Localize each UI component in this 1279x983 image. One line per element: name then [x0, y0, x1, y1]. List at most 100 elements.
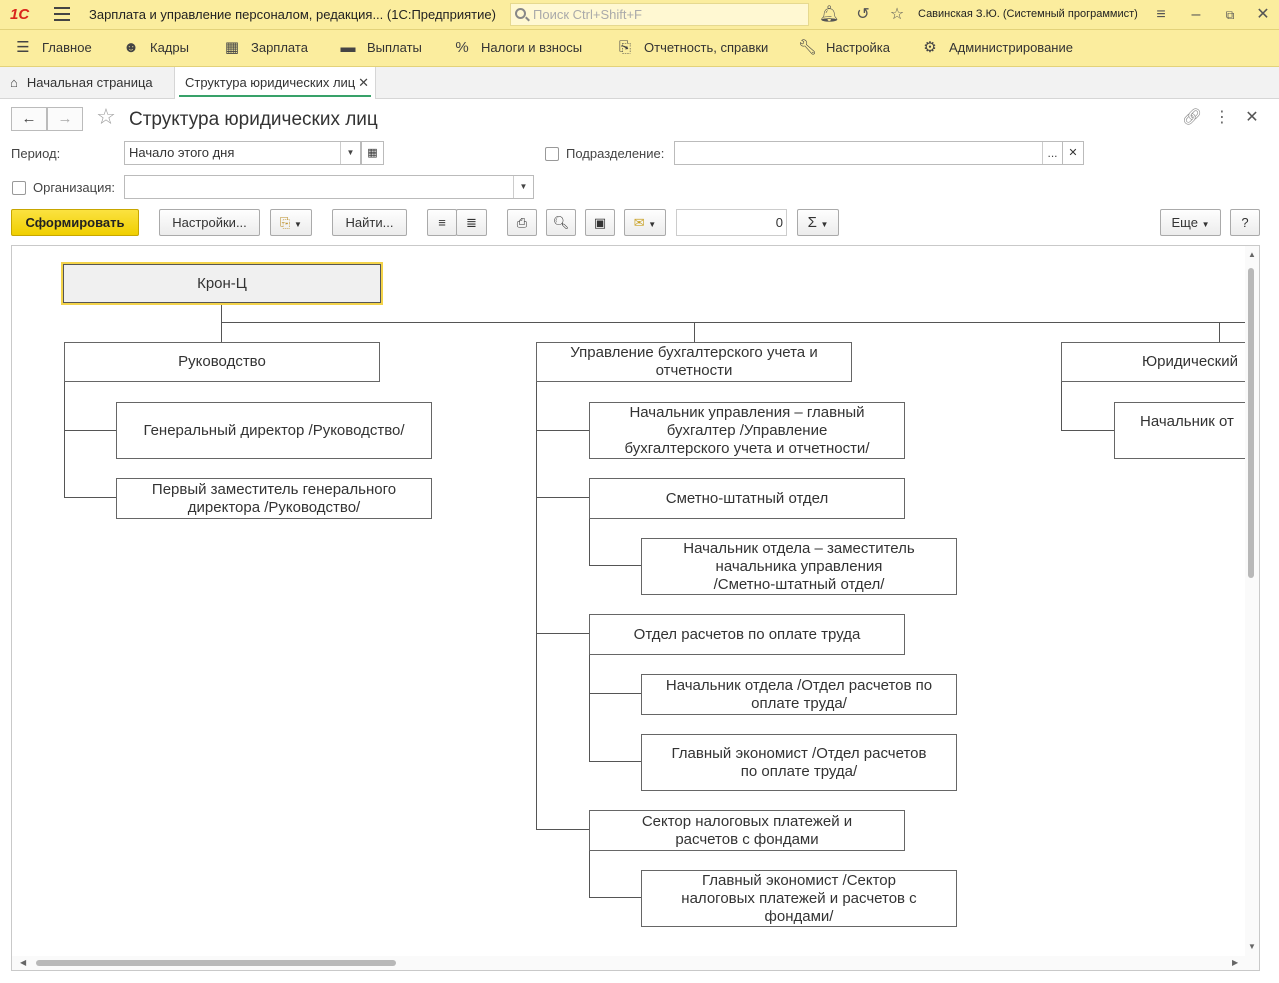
- organization-checkbox[interactable]: [12, 181, 26, 195]
- menu-item-taxes[interactable]: %Налоги и взносы: [453, 30, 582, 66]
- main-menu-icon[interactable]: [54, 7, 70, 21]
- hamburger-icon: ☰: [16, 39, 30, 56]
- restore-icon[interactable]: ⧉: [1225, 8, 1235, 22]
- menu-item-admin[interactable]: ⚙Администрирование: [921, 30, 1073, 66]
- star-icon[interactable]: ☆: [889, 6, 905, 23]
- menu-item-main[interactable]: ☰Главное: [14, 30, 91, 66]
- percent-icon: %: [455, 39, 469, 56]
- chevron-down-icon[interactable]: ▼: [513, 176, 533, 198]
- find-button[interactable]: Найти...: [332, 209, 407, 236]
- envelope-icon: ✉: [633, 215, 645, 230]
- menu-item-salary[interactable]: ▦Зарплата: [223, 30, 308, 66]
- position-node[interactable]: Главный экономист /Сектор налоговых плат…: [641, 870, 957, 927]
- calendar-icon: ▦: [367, 147, 378, 159]
- forward-button[interactable]: →: [47, 107, 83, 131]
- tab-home[interactable]: ⌂Начальная страница: [10, 75, 153, 90]
- position-node[interactable]: Первый заместитель генерального директор…: [116, 478, 432, 519]
- collapse-groups-button[interactable]: ≣: [456, 209, 487, 236]
- subdivision-field[interactable]: ...: [674, 141, 1063, 165]
- org-chart: Крон-Ц Руководство Генеральный директор …: [12, 246, 1246, 958]
- documents-icon: ⎘: [618, 39, 631, 56]
- clear-button[interactable]: ✕: [1062, 141, 1084, 165]
- position-node[interactable]: Начальник от: [1114, 402, 1246, 459]
- close-window-icon[interactable]: ✕: [1256, 6, 1270, 23]
- send-button[interactable]: ✉ ▼: [624, 209, 666, 236]
- current-user[interactable]: Савинская З.Ю. (Системный программист): [918, 8, 1138, 20]
- bell-icon[interactable]: 🔔︎: [819, 6, 840, 23]
- org-root-node[interactable]: Крон-Ц: [63, 264, 381, 303]
- horizontal-scroll-thumb[interactable]: [36, 960, 396, 966]
- org-unit-node[interactable]: Сметно-штатный отдел: [589, 478, 905, 519]
- gear-icon: ⚙: [923, 39, 937, 56]
- subdivision-checkbox[interactable]: [545, 147, 559, 161]
- vertical-scroll-thumb[interactable]: [1248, 268, 1254, 578]
- home-icon: ⌂: [10, 75, 18, 90]
- vertical-scrollbar[interactable]: ▲ ▼: [1245, 246, 1259, 958]
- save-button[interactable]: ▣: [585, 209, 615, 236]
- org-unit-node[interactable]: Сектор налоговых платежей и расчетов с ф…: [589, 810, 905, 851]
- organization-field[interactable]: ▼: [124, 175, 534, 199]
- close-form-icon[interactable]: ✕: [1245, 109, 1259, 126]
- scroll-down-icon[interactable]: ▼: [1248, 942, 1256, 951]
- floppy-icon: ▣: [593, 215, 607, 230]
- preview-icon: 🔍︎: [552, 215, 570, 230]
- org-unit-node[interactable]: Отдел расчетов по оплате труда: [589, 614, 905, 655]
- sigma-icon: Σ: [807, 214, 817, 231]
- sum-value-field[interactable]: 0: [676, 209, 787, 236]
- scroll-right-icon[interactable]: ▶: [1232, 958, 1239, 967]
- position-node[interactable]: Начальник управления – главный бухгалтер…: [589, 402, 905, 459]
- position-node[interactable]: Начальник отдела – заместитель начальник…: [641, 538, 957, 595]
- select-button[interactable]: ...: [1042, 142, 1062, 164]
- title-bar: 1С Зарплата и управление персоналом, ред…: [0, 0, 1279, 30]
- link-icon[interactable]: 🔗︎: [1182, 109, 1203, 126]
- position-node[interactable]: Начальник отдела /Отдел расчетов по опла…: [641, 674, 957, 715]
- sum-mode-button[interactable]: Σ ▼: [797, 209, 839, 236]
- horizontal-scrollbar[interactable]: ◀ ▶: [12, 956, 1259, 970]
- period-field[interactable]: Начало этого дня ▼: [124, 141, 361, 165]
- settings-button[interactable]: Настройки...: [159, 209, 260, 236]
- menu-item-reports[interactable]: ⎘Отчетность, справки: [616, 30, 768, 66]
- app-logo: 1С: [10, 6, 30, 23]
- chevron-down-icon[interactable]: ▼: [340, 142, 360, 164]
- menu-item-payments[interactable]: ▬Выплаты: [339, 30, 422, 66]
- print-button[interactable]: ⎙: [507, 209, 537, 236]
- settings-menu-icon[interactable]: ≡: [1156, 6, 1166, 23]
- history-icon[interactable]: ↺: [856, 6, 870, 23]
- close-tab-icon[interactable]: ✕: [358, 75, 369, 90]
- menu-item-personnel[interactable]: ☻Кадры: [122, 30, 189, 66]
- back-button[interactable]: ←: [11, 107, 47, 131]
- generate-button[interactable]: Сформировать: [11, 209, 139, 236]
- org-unit-node[interactable]: Руководство: [64, 342, 380, 382]
- minimize-icon[interactable]: –: [1191, 6, 1201, 23]
- scroll-left-icon[interactable]: ◀: [20, 958, 27, 967]
- more-button[interactable]: Еще ▼: [1160, 209, 1221, 236]
- expand-icon: ≡: [438, 215, 446, 230]
- sections-menu: ☰Главное ☻Кадры ▦Зарплата ▬Выплаты %Нало…: [0, 30, 1279, 67]
- preview-button[interactable]: 🔍︎: [546, 209, 576, 236]
- open-windows-bar: ⌂Начальная страница Структура юридически…: [0, 67, 1279, 99]
- printer-icon: ⎙: [516, 215, 528, 230]
- org-unit-node[interactable]: Управление бухгалтерского учета и отчетн…: [536, 342, 852, 382]
- more-menu-icon[interactable]: ⋮: [1214, 109, 1230, 126]
- favorite-star-icon[interactable]: ☆: [96, 104, 116, 129]
- menu-item-setup[interactable]: 🔧︎Настройка: [798, 30, 890, 66]
- organization-label: Организация:: [33, 180, 116, 195]
- report-area[interactable]: Крон-Ц Руководство Генеральный директор …: [11, 245, 1260, 971]
- expand-groups-button[interactable]: ≡: [427, 209, 457, 236]
- search-placeholder: Поиск Ctrl+Shift+F: [533, 7, 642, 22]
- tab-legal-structure[interactable]: Структура юридических лиц✕: [174, 67, 376, 99]
- wallet-icon: ▬: [340, 39, 356, 56]
- search-input[interactable]: Поиск Ctrl+Shift+F: [510, 3, 809, 26]
- position-node[interactable]: Генеральный директор /Руководство/: [116, 402, 432, 459]
- wrench-icon: 🔧︎: [798, 39, 818, 56]
- clear-icon: ✕: [1068, 147, 1078, 159]
- app-title: Зарплата и управление персоналом, редакц…: [89, 7, 496, 22]
- calendar-button[interactable]: ▦: [361, 141, 384, 165]
- calculator-icon: ▦: [224, 39, 240, 56]
- help-button[interactable]: ?: [1230, 209, 1260, 236]
- variants-button[interactable]: ⎘ ▼: [270, 209, 312, 236]
- position-node[interactable]: Главный экономист /Отдел расчетов по опл…: [641, 734, 957, 791]
- subdivision-label: Подразделение:: [566, 146, 665, 161]
- org-unit-node[interactable]: Юридический: [1061, 342, 1246, 382]
- scroll-up-icon[interactable]: ▲: [1248, 250, 1256, 259]
